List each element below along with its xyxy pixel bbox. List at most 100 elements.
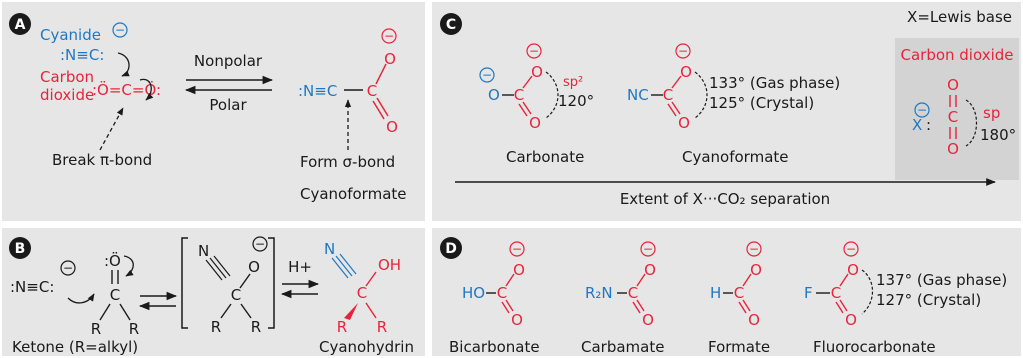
- bond: [505, 299, 514, 312]
- bond: [375, 63, 387, 85]
- bond: [239, 273, 251, 289]
- bond: [738, 301, 747, 314]
- x-charge: −: [917, 103, 927, 117]
- dashed-arrow-icon: [99, 107, 124, 151]
- bond: [671, 75, 682, 89]
- carbamate-oxygen-top: O: [644, 261, 656, 279]
- bicarbonate-charge: −: [512, 242, 522, 256]
- formate-charge-icon: [746, 241, 762, 257]
- triple-bond: [331, 257, 349, 279]
- carbonate-charge: −: [482, 68, 492, 82]
- b-int-oxygen: O: [248, 258, 260, 276]
- bond: [522, 101, 532, 115]
- curved-arrow-icon: [139, 78, 154, 101]
- bond: [835, 301, 844, 314]
- bicarbonate-oxygen-bottom: O: [511, 311, 523, 329]
- formate-oxygen-top: O: [750, 261, 762, 279]
- carbonate-oxygen-bottom: O: [529, 114, 541, 132]
- cyanoformate-charge: −: [678, 44, 688, 58]
- panel-d-content: D HO C − O O Bicarbonate R₂N C − O O Car…: [440, 237, 1007, 356]
- co2-label-line2: dioxide: [40, 86, 94, 104]
- cyanoformate-label: Cyanoformate: [300, 185, 407, 203]
- lewis-base-note: X=Lewis base: [907, 8, 1012, 26]
- carbonate-name: Carbonate: [506, 148, 584, 166]
- b-ketone-oxygen: :Ö: [104, 251, 121, 270]
- triple-bond: [205, 259, 223, 281]
- separation-axis-label: Extent of X···CO₂ separation: [620, 190, 830, 208]
- break-pi-bond-label: Break π-bond: [52, 151, 152, 169]
- fluoro-angle-gas: 137° (Gas phase): [876, 271, 1007, 289]
- bond: [518, 103, 528, 117]
- carbamate-charge: −: [643, 242, 653, 256]
- co2-hybridization: sp: [983, 104, 1000, 122]
- cyanohydrin-label: Cyanohydrin: [319, 338, 414, 356]
- carbamate-r2n: R₂N: [585, 284, 613, 302]
- cyanoformate-nc: NC: [627, 86, 649, 104]
- b-reagent: H+: [288, 258, 312, 276]
- b-prod-r-right: R: [377, 318, 387, 336]
- b-prod-r-left: R: [337, 318, 347, 336]
- bond: [505, 273, 515, 287]
- co2-title: Carbon dioxide: [900, 46, 1013, 64]
- bicarbonate-carbon: C: [497, 284, 507, 302]
- bond: [839, 299, 848, 312]
- x-colon: :: [926, 116, 931, 134]
- wedge-bond: [344, 303, 358, 320]
- angle-arc: [965, 99, 978, 147]
- panel-c-content: C X=Lewis base − O C − O O sp² 120° Carb…: [440, 8, 1019, 208]
- b-r-right: R: [129, 320, 139, 338]
- cyanoformate-oxygen-top: O: [680, 63, 692, 81]
- fluoro-oxygen-bottom: O: [845, 311, 857, 329]
- panel-d-letter: D: [445, 241, 457, 257]
- product-oxygen-top: O: [384, 50, 396, 68]
- bracket-right: [268, 237, 275, 329]
- triple-bond: [339, 253, 357, 275]
- curved-arrow-icon: [123, 255, 134, 277]
- angle-arc: [694, 71, 708, 119]
- bond: [636, 299, 645, 312]
- fluoro-carbon: C: [831, 284, 841, 302]
- bicarbonate-charge-icon: [509, 241, 525, 257]
- cyanide-label: Cyanide: [40, 26, 101, 44]
- panel-a-content: A Cyanide − :N≡C: Carbon dioxide :Ö=C=Ö:…: [9, 13, 407, 203]
- bond: [667, 103, 677, 117]
- product-oxygen-bottom: O: [386, 118, 398, 136]
- product-carbon: C: [367, 82, 377, 100]
- b-cyanide-charge-icon: [60, 260, 76, 276]
- carbonate-charge-icon: [479, 67, 495, 83]
- bond: [99, 303, 111, 321]
- co2-oxygen-bottom: O: [947, 140, 959, 158]
- x-charge-icon: [914, 102, 930, 118]
- fluoro-oxygen-top: O: [847, 261, 859, 279]
- nonpolar-label: Nonpolar: [194, 52, 263, 70]
- formate-charge: −: [749, 242, 759, 256]
- panel-b-letter: B: [15, 241, 26, 257]
- b-cyanide-charge: −: [63, 261, 73, 275]
- x-lewis-base: X: [912, 116, 922, 134]
- carbamate-charge-icon: [640, 241, 656, 257]
- cyanoformate-angle-crystal: 125° (Crystal): [709, 94, 814, 112]
- co2-label-line1: Carbon: [40, 68, 94, 86]
- b-int-r-right: R: [251, 318, 261, 336]
- panel-a: [2, 2, 425, 221]
- b-int-charge: −: [255, 237, 265, 251]
- form-sigma-bond-label: Form σ-bond: [300, 153, 395, 171]
- bond: [742, 273, 752, 287]
- co2-formula: :Ö=C=Ö:: [92, 80, 161, 99]
- carbamate-carbon: C: [628, 284, 638, 302]
- triple-bond: [335, 255, 353, 277]
- cyanide-charge-icon: [112, 22, 128, 38]
- bracket-left: [181, 237, 188, 329]
- angle-arc: [545, 71, 559, 119]
- oxygen-charge: −: [384, 29, 394, 43]
- bicarbonate-ho: HO: [462, 284, 485, 302]
- co2-angle: 180°: [980, 126, 1016, 144]
- panel-c-badge: [440, 13, 462, 35]
- formate-oxygen-bottom: O: [748, 311, 760, 329]
- formate-name: Formate: [708, 338, 770, 356]
- b-prod-oh: OH: [378, 256, 401, 274]
- cyanoformate-carbon: C: [663, 86, 673, 104]
- carbonate-carbon: C: [514, 86, 524, 104]
